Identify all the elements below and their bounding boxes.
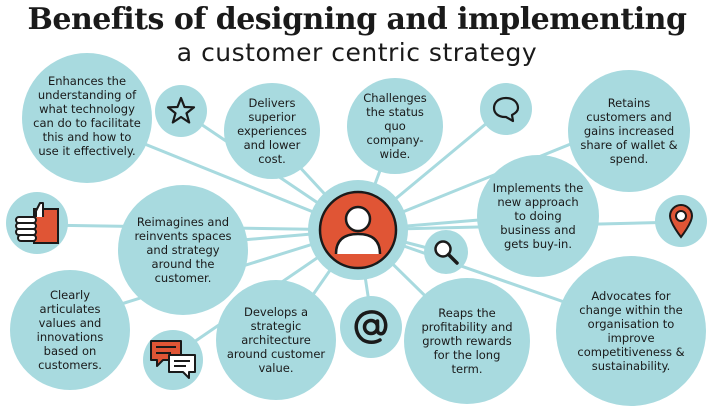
location-pin-icon xyxy=(668,203,694,239)
benefit-bubble: Reimagines and reinvents spaces and stra… xyxy=(118,185,248,315)
benefit-text: Retains customers and gains increased sh… xyxy=(580,96,678,166)
magnifier-icon xyxy=(434,240,459,265)
star-icon xyxy=(166,96,196,124)
benefit-text: Challenges the status quo company-wide. xyxy=(363,91,427,161)
benefit-text: Delivers superior experiences and lower … xyxy=(237,96,307,166)
speech-bubble-icon-circle xyxy=(480,83,532,135)
benefit-bubble: Implements the new approach to doing bus… xyxy=(477,155,599,277)
page-title: Benefits of designing and implementing xyxy=(27,2,687,37)
at-sign-icon xyxy=(354,310,388,344)
page-subtitle: a customer centric strategy xyxy=(176,38,538,67)
benefit-text: Implements the new approach to doing bus… xyxy=(492,181,584,251)
benefit-bubble: Clearly articulates values and innovatio… xyxy=(10,270,130,390)
benefit-text: Reimagines and reinvents spaces and stra… xyxy=(134,215,232,285)
benefit-bubble: Reaps the profitability and growth rewar… xyxy=(404,278,530,404)
thumbs-up-icon xyxy=(15,202,59,244)
benefit-bubble: Challenges the status quo company-wide. xyxy=(347,78,443,174)
star-icon-circle xyxy=(155,85,207,137)
benefit-bubble: Advocates for change within the organisa… xyxy=(556,256,706,406)
benefit-text: Clearly articulates values and innovatio… xyxy=(36,288,104,372)
benefit-text: Reaps the profitability and growth rewar… xyxy=(421,306,513,376)
customer-avatar-icon xyxy=(318,190,398,270)
at-sign-icon-circle xyxy=(340,296,402,358)
benefit-bubble: Delivers superior experiences and lower … xyxy=(224,83,320,179)
benefit-bubble: Develops a strategic architecture around… xyxy=(216,280,336,400)
benefit-bubble: Retains customers and gains increased sh… xyxy=(568,70,690,192)
benefit-text: Develops a strategic architecture around… xyxy=(226,305,326,375)
benefit-text: Enhances the understanding of what techn… xyxy=(33,74,141,158)
benefit-bubble: Enhances the understanding of what techn… xyxy=(22,53,152,183)
speech-bubble-icon xyxy=(492,96,520,123)
benefit-text: Advocates for change within the organisa… xyxy=(577,289,685,373)
chat-icon xyxy=(150,340,196,379)
